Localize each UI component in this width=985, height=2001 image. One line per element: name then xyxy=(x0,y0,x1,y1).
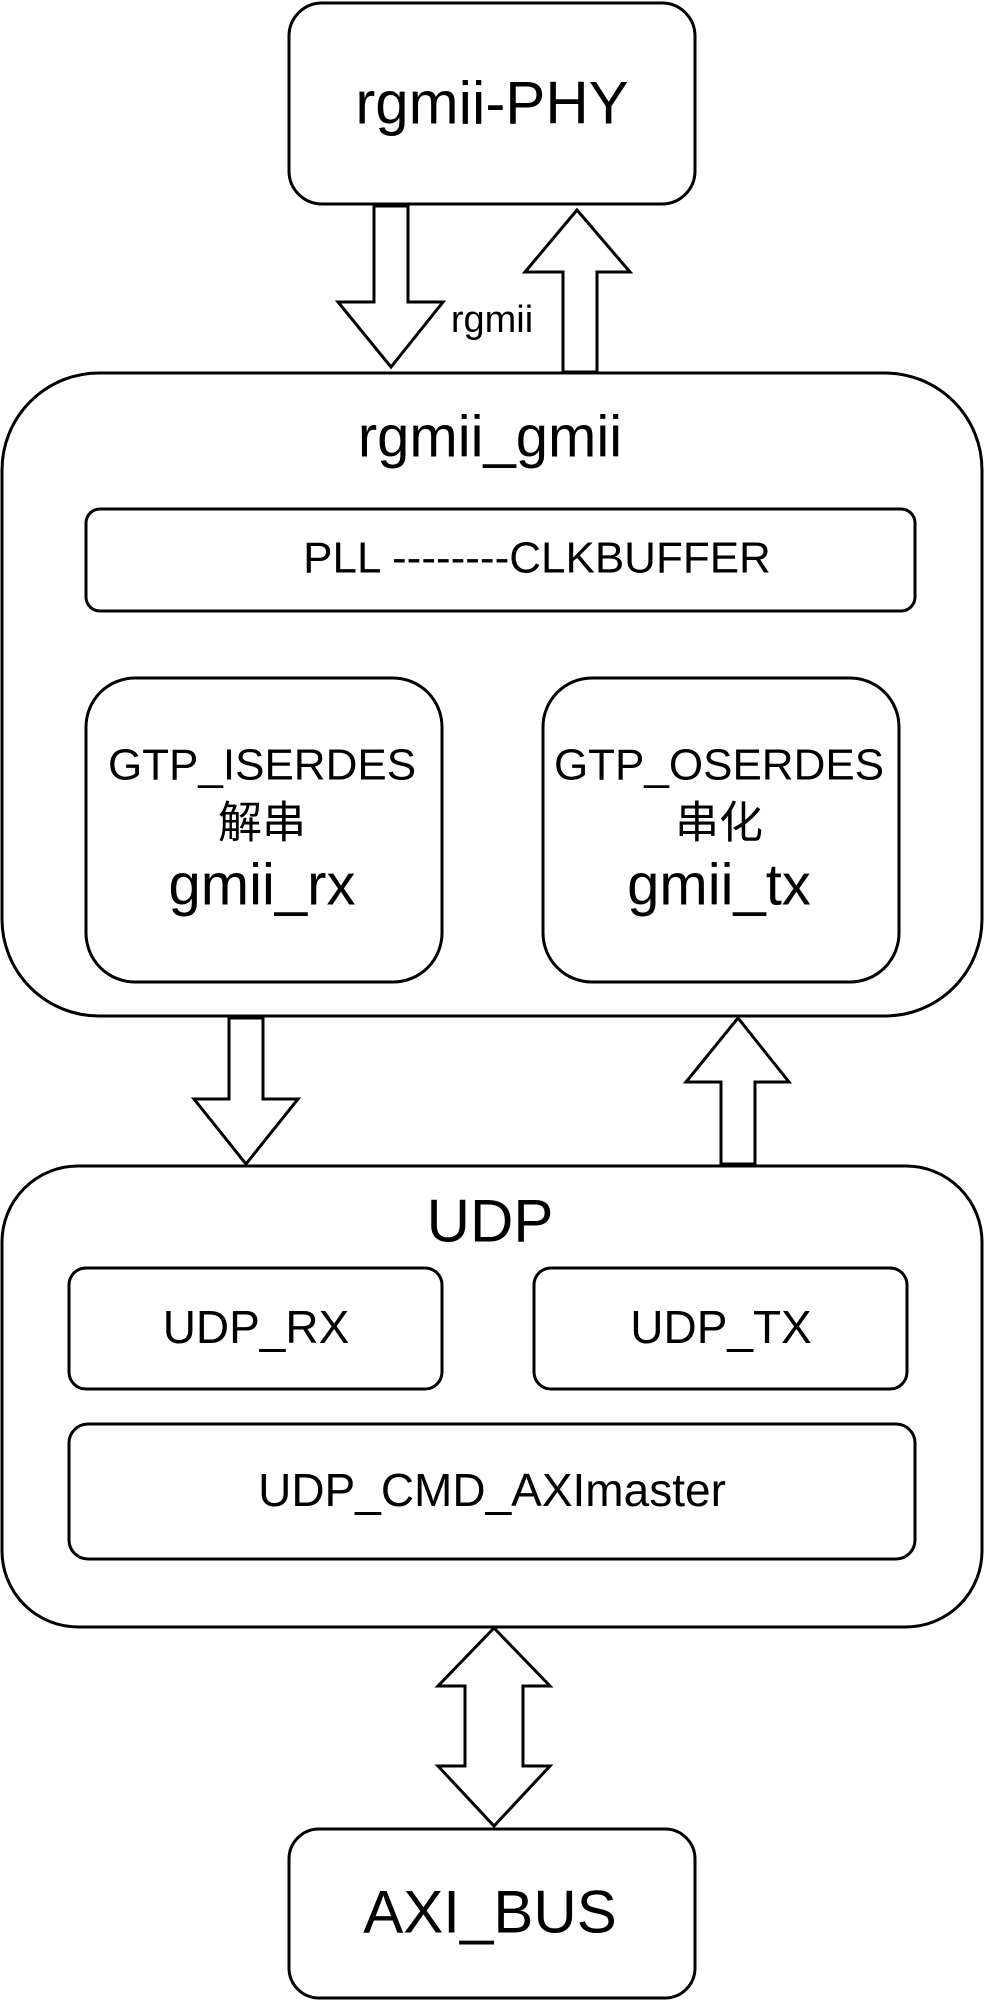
gmii-rx-block: GTP_ISERDES 解串 gmii_rx xyxy=(84,676,444,984)
rgmii-phy-label: rgmii-PHY xyxy=(355,70,628,137)
gmii-tx-line1: GTP_OSERDES xyxy=(554,741,884,790)
udp-rx-label: UDP_RX xyxy=(163,1301,350,1353)
tx-up-arrow-phy xyxy=(521,207,634,374)
udp-title: UDP xyxy=(427,1188,554,1255)
rgmii-gmii-block: rgmii_gmii PLL --------CLKBUFFER GTP_ISE… xyxy=(0,371,984,1018)
axi-bidirectional-arrow xyxy=(434,1625,554,1829)
udp-cmd-aximaster-label: UDP_CMD_AXImaster xyxy=(258,1464,726,1516)
gmii-tx-block: GTP_OSERDES 串化 gmii_tx xyxy=(541,676,901,984)
rgmii-link-label: rgmii xyxy=(451,299,533,341)
rx-down-arrow-phy xyxy=(334,204,447,370)
gmii-tx-line2: 串化 xyxy=(675,798,763,849)
gmii-rx-line2: 解串 xyxy=(218,798,306,849)
udp-cmd-aximaster-block: UDP_CMD_AXImaster xyxy=(67,1422,917,1561)
rgmii-gmii-title: rgmii_gmii xyxy=(358,405,622,470)
gmii-rx-line3: gmii_rx xyxy=(169,853,356,918)
gmii-tx-line3: gmii_tx xyxy=(627,853,811,918)
udp-tx-label: UDP_TX xyxy=(630,1301,811,1353)
pll-clkbuffer-block: PLL --------CLKBUFFER xyxy=(84,507,917,613)
rgmii-phy-block: rgmii-PHY xyxy=(287,1,697,206)
udp-tx-block: UDP_TX xyxy=(532,1266,909,1391)
axi-bus-label: AXI_BUS xyxy=(363,1879,616,1946)
udp-rx-block: UDP_RX xyxy=(67,1266,444,1391)
pll-clkbuffer-label: PLL --------CLKBUFFER xyxy=(303,534,771,583)
udp-block: UDP UDP_RX UDP_TX UDP_CMD_AXImaster xyxy=(0,1164,984,1629)
rx-down-arrow-udp xyxy=(190,1016,302,1167)
tx-up-arrow-udp xyxy=(682,1015,793,1166)
gmii-rx-line1: GTP_ISERDES xyxy=(108,741,416,790)
axi-bus-block: AXI_BUS xyxy=(287,1827,697,2000)
